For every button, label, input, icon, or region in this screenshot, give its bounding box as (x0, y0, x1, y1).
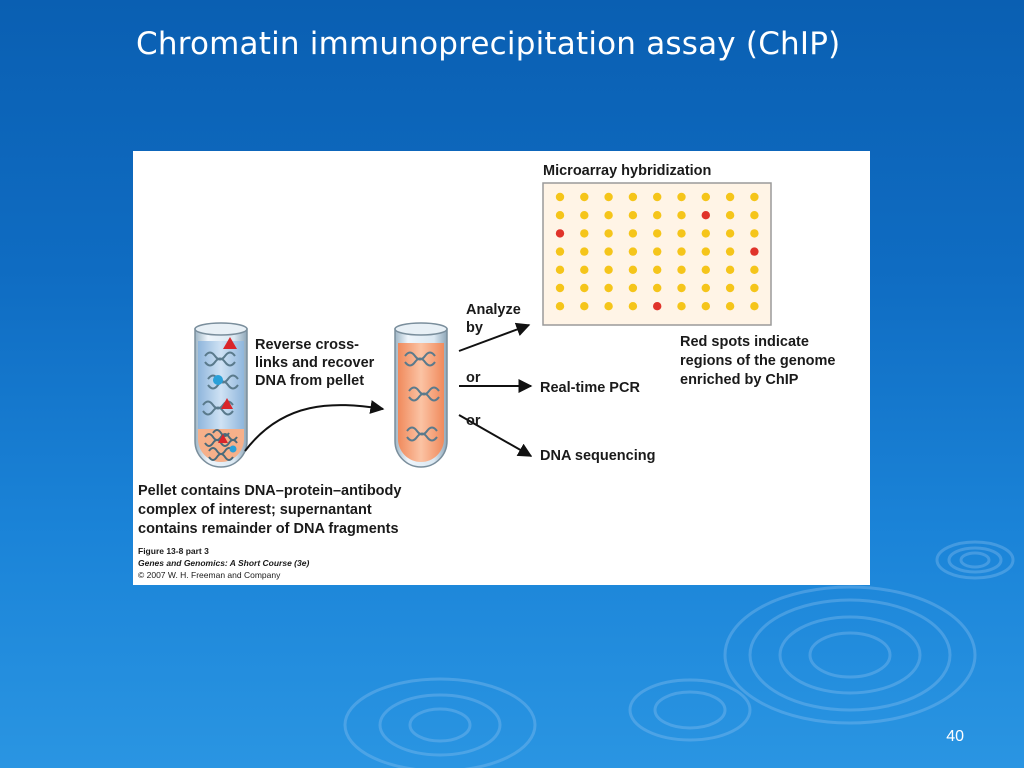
credit-copyright: © 2007 W. H. Freeman and Company (138, 570, 281, 580)
microarray-spot (604, 283, 613, 293)
slide-title: Chromatin immunoprecipitation assay (ChI… (136, 26, 841, 62)
microarray-spot-enriched (653, 302, 662, 311)
microarray-spot (653, 211, 662, 220)
chip-diagram: Reverse cross- links and recover DNA fro… (138, 163, 840, 580)
microarray-spot-enriched (701, 211, 710, 220)
microarray-spot-enriched (555, 229, 565, 238)
chip-figure: Reverse cross- links and recover DNA fro… (133, 151, 870, 585)
microarray-spot (628, 211, 638, 220)
microarray-spot (725, 211, 735, 220)
microarray-spot (750, 265, 759, 274)
analyze-label: Analyze by (466, 302, 525, 336)
pellet-caption: Pellet contains DNA–protein–antibody com… (138, 483, 406, 537)
microarray-spot (628, 229, 638, 238)
microarray-spot (580, 229, 589, 238)
microarray-spot (555, 302, 565, 311)
microarray-spot (555, 192, 565, 202)
microarray-spot (677, 265, 686, 274)
microarray-spot (701, 302, 710, 311)
tube-left (194, 322, 248, 468)
microarray-spot (604, 192, 613, 202)
microarray-spot (604, 247, 613, 256)
microarray-spot (580, 192, 589, 202)
microarray-spot (580, 247, 589, 256)
slide-number: 40 (946, 728, 964, 745)
antibody-marker (223, 337, 237, 349)
method-pcr: Real-time PCR (540, 380, 640, 396)
microarray-spot (725, 302, 735, 311)
step-label: Reverse cross- links and recover DNA fro… (255, 337, 378, 389)
microarray-spot (555, 283, 565, 293)
credit-book: Genes and Genomics: A Short Course (3e) (138, 558, 309, 568)
arrow-to-microarray (458, 322, 531, 352)
microarray-spot (604, 302, 613, 311)
microarray-spot (725, 283, 735, 293)
microarray-spot (604, 265, 613, 274)
microarray-spot (555, 247, 565, 256)
microarray-spot (580, 265, 589, 274)
microarray-spot (653, 283, 662, 293)
microarray-spot (628, 265, 638, 274)
microarray-spot (604, 229, 613, 238)
microarray-spot (604, 211, 613, 220)
microarray-spot (555, 211, 565, 220)
microarray-spot (653, 265, 662, 274)
arrow-to-sequencing (458, 414, 533, 457)
microarray-spot (677, 302, 686, 311)
microarray-spot (653, 247, 662, 256)
microarray-spots (555, 192, 759, 311)
red-spots-note: Red spots indicate regions of the genome… (680, 334, 840, 388)
microarray-spot (677, 211, 686, 220)
credit-figure: Figure 13-8 part 3 (138, 546, 209, 556)
microarray-spot (677, 283, 686, 293)
microarray-spot (653, 192, 662, 202)
microarray-spot (580, 283, 589, 293)
dna-fragments-right (404, 351, 440, 442)
microarray-spot (725, 247, 735, 256)
microarray-spot (701, 229, 710, 238)
microarray-spot (701, 265, 710, 274)
microarray-spot (677, 192, 686, 202)
microarray-spot (653, 229, 662, 238)
microarray-spot (677, 247, 686, 256)
microarray-spot (628, 302, 638, 311)
microarray-spot (580, 211, 589, 220)
microarray-spot (580, 302, 589, 311)
microarray-spot (725, 265, 735, 274)
microarray-spot (555, 265, 565, 274)
microarray-spot (628, 247, 638, 256)
microarray-spot (701, 247, 710, 256)
microarray-spot-enriched (750, 247, 759, 256)
or-label-2: or (466, 413, 481, 429)
or-label-1: or (466, 370, 481, 386)
transfer-arrow (244, 400, 385, 452)
method-sequencing: DNA sequencing (540, 448, 655, 464)
microarray-spot (750, 283, 759, 293)
microarray-spot (750, 229, 759, 238)
microarray-spot (701, 192, 710, 202)
microarray-spot (628, 283, 638, 293)
microarray-spot (701, 283, 710, 293)
microarray-title: Microarray hybridization (543, 163, 711, 179)
microarray-spot (725, 229, 735, 238)
microarray-spot (725, 192, 735, 202)
microarray-spot (750, 211, 759, 220)
microarray-spot (677, 229, 686, 238)
microarray-spot (628, 192, 638, 202)
microarray-spot (750, 302, 759, 311)
microarray-spot (750, 192, 759, 202)
tube-right (394, 322, 448, 468)
protein-marker (213, 375, 223, 385)
